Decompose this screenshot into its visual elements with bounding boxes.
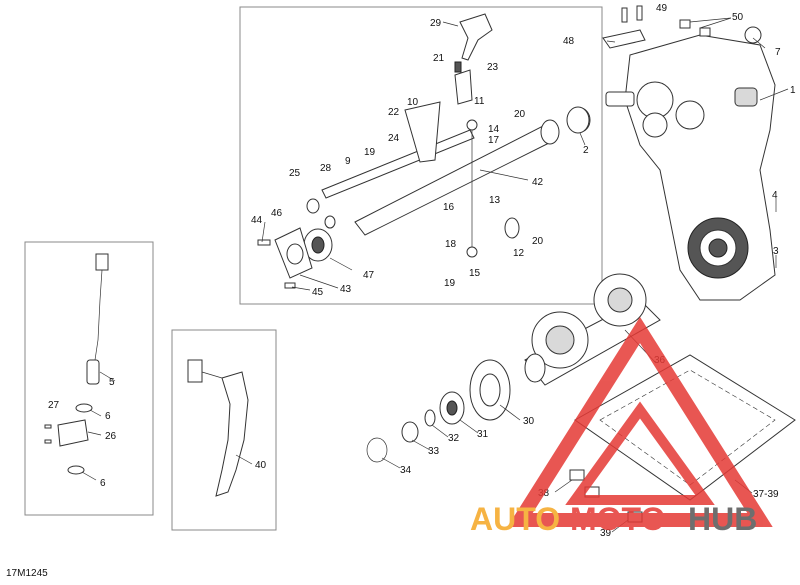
connector-5: [95, 253, 109, 271]
callout-10: 10: [407, 97, 419, 108]
washer-25: [306, 198, 320, 214]
callout-9: 9: [345, 156, 351, 167]
sensor-5: [86, 359, 100, 385]
callout-33: 33: [428, 446, 440, 457]
callout-24: 24: [388, 133, 400, 144]
callout-40: 40: [255, 460, 267, 471]
callout-6a: 6: [105, 411, 111, 422]
callout-32: 32: [448, 433, 460, 444]
lower-left-frame: [171, 329, 277, 531]
callout-46: 46: [271, 208, 283, 219]
callout-48: 48: [563, 36, 575, 47]
callout-12: 12: [513, 248, 525, 259]
callout-15: 15: [469, 268, 481, 279]
callout-43: 43: [340, 284, 352, 295]
diagram-code: 17M1245: [6, 568, 48, 579]
shift-lever-29: [459, 13, 493, 61]
callout-29: 29: [430, 18, 442, 29]
output-shaft-assembly: [524, 273, 661, 386]
callout-7: 7: [775, 47, 781, 58]
bolt-44: [257, 239, 271, 246]
callout-39: 39: [600, 528, 612, 539]
nut-46: [324, 215, 336, 229]
callout-14: 14: [488, 124, 500, 135]
link-11: [454, 69, 473, 105]
harness-40: [215, 371, 249, 497]
callout-11: 11: [474, 96, 485, 107]
spring-21: [454, 61, 462, 73]
callout-5: 5: [109, 377, 115, 388]
fork-10: [404, 101, 441, 163]
nut-50a: [679, 19, 691, 29]
gearbox-housing: [605, 26, 776, 301]
circlip-34: [366, 437, 388, 463]
callout-22: 22: [388, 107, 400, 118]
callout-19b: 19: [444, 278, 456, 289]
watermark-text-auto: AUTO: [470, 501, 560, 537]
callout-3: 3: [773, 246, 779, 257]
nut-50b: [699, 27, 711, 37]
callout-6b: 6: [100, 478, 106, 489]
callout-20a: 20: [514, 109, 526, 120]
watermark-inner-triangle: [565, 401, 715, 505]
callout-1: 1: [790, 85, 796, 96]
track-panel: [574, 354, 796, 501]
callout-34: 34: [400, 465, 412, 476]
callout-2: 2: [583, 145, 589, 156]
connector-40: [187, 359, 203, 383]
bolt-49a: [621, 7, 628, 23]
sleeve-2: [566, 106, 590, 134]
callout-27: 27: [48, 400, 60, 411]
callout-4: 4: [772, 190, 778, 201]
bolt-45: [284, 282, 296, 289]
callout-37-39: 37-39: [753, 489, 779, 500]
callout-13: 13: [489, 195, 501, 206]
upper-frame: [239, 6, 603, 305]
callout-47: 47: [363, 270, 375, 281]
bracket-26: [57, 419, 89, 447]
callout-16: 16: [443, 202, 455, 213]
bracket-48: [602, 29, 646, 49]
ring-32: [424, 409, 436, 427]
callout-30: 30: [523, 416, 535, 427]
callout-20b: 20: [532, 236, 544, 247]
callout-18: 18: [445, 239, 457, 250]
callout-17: 17: [488, 135, 500, 146]
callout-50: 50: [732, 12, 744, 23]
callout-42: 42: [532, 177, 544, 188]
callout-19a: 19: [364, 147, 376, 158]
watermark-triangle: [507, 316, 773, 527]
bolt-49b: [636, 5, 643, 21]
seal-33: [401, 421, 419, 443]
callout-45: 45: [312, 287, 324, 298]
callout-23: 23: [487, 62, 499, 73]
callout-labels: 29 21 23 10 11 22 20 14 24 17 19 9 28 25…: [48, 3, 796, 539]
callout-25: 25: [289, 168, 301, 179]
callout-21: 21: [433, 53, 445, 64]
watermark-text-hub: HUB: [688, 501, 757, 537]
clip-38: [569, 469, 585, 481]
callout-26: 26: [105, 431, 117, 442]
left-frame: [24, 241, 154, 516]
callout-28: 28: [320, 163, 332, 174]
callout-49: 49: [656, 3, 668, 14]
callout-31: 31: [477, 429, 489, 440]
callout-44: 44: [251, 215, 263, 226]
watermark-logo: AUTO MOTO HUB: [470, 316, 773, 537]
watermark-text-moto: MOTO: [570, 501, 665, 537]
washer-6b: [67, 465, 85, 475]
bushing-12: [504, 217, 520, 239]
washer-6a: [75, 403, 93, 413]
